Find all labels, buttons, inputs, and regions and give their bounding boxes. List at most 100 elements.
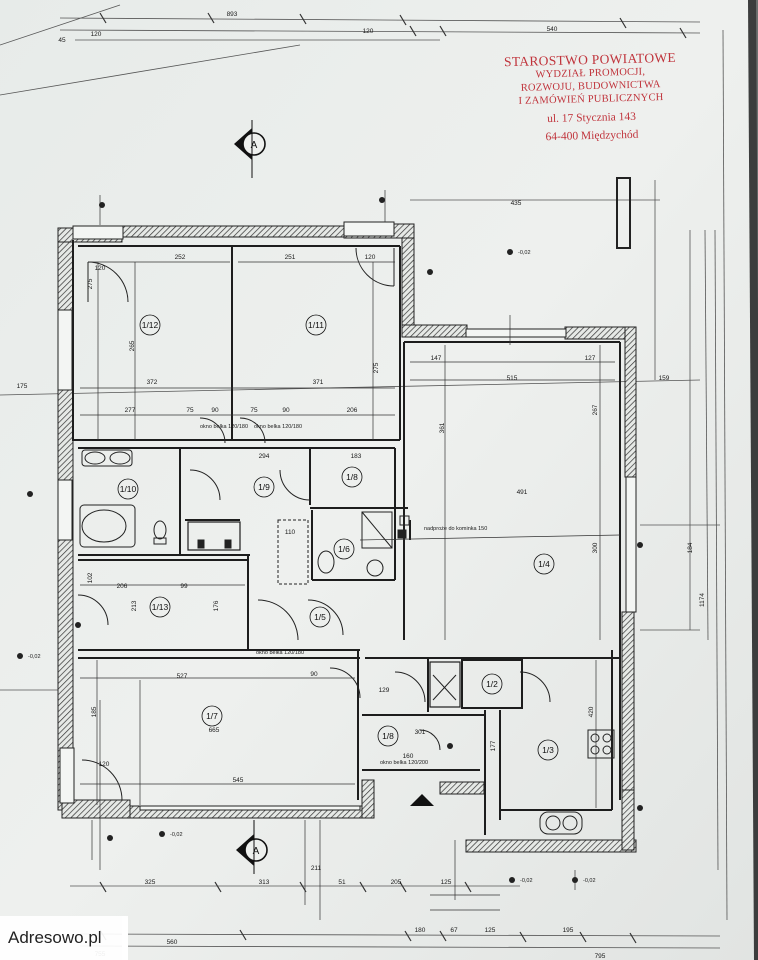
page-edge-shadow [748, 0, 758, 960]
dimension-label: 313 [259, 879, 270, 886]
dimension-label: 527 [177, 673, 188, 680]
dimension-label: 267 [592, 404, 599, 415]
dimension-label: 75 [186, 407, 194, 414]
dimension-label: 277 [125, 407, 136, 414]
section-letter: A [251, 140, 258, 151]
room-label: 1/9 [258, 482, 270, 492]
dimension-label: 205 [391, 879, 402, 886]
dimension-label: 540 [547, 26, 558, 33]
lintel-note: okno belka 120/180 [200, 424, 248, 430]
lintel-note: okno belka 120/200 [380, 760, 428, 766]
dimension-label: 177 [490, 740, 497, 751]
dimension-label: 120 [95, 265, 106, 272]
inner-dimension-lines [80, 190, 621, 920]
dimension-label: 251 [285, 254, 296, 261]
fireplace-note: nadproże do kominka 150 [424, 526, 487, 532]
room-label: 1/5 [314, 612, 326, 622]
dimension-label: 183 [351, 453, 362, 460]
room-label: 1/8 [346, 472, 358, 482]
lintel-note: okno belka 120/180 [256, 650, 304, 656]
dimension-label: 184 [687, 542, 694, 553]
room-label: 1/7 [206, 711, 218, 721]
dimension-label: 491 [517, 489, 528, 496]
dimension-label: 195 [563, 927, 574, 934]
room-label: 1/12 [142, 320, 159, 330]
dimension-label: 147 [431, 355, 442, 362]
dimension-label: 795 [595, 953, 606, 960]
dimension-label: 75 [250, 407, 258, 414]
section-letter: A [253, 846, 260, 857]
dimension-label: 265 [129, 340, 136, 351]
room-label: 1/13 [152, 602, 169, 612]
dimension-label: 67 [450, 927, 458, 934]
dimension-label: 176 [213, 600, 220, 611]
dimension-label: 102 [87, 572, 94, 583]
lintel-note: okno belka 120/180 [254, 424, 302, 430]
plan-notes: nadproże do kominka 150 okno belka 120/1… [28, 250, 596, 884]
dimension-label: 325 [145, 879, 156, 886]
dimension-label: 99 [180, 583, 188, 590]
entrance-arrow [410, 794, 434, 806]
dimension-label: 51 [338, 879, 346, 886]
dimension-label: 120 [99, 761, 110, 768]
dimension-label: 206 [117, 583, 128, 590]
dimension-label: 275 [87, 278, 94, 289]
level-note: -0,02 [170, 832, 183, 838]
room-label: 1/3 [542, 745, 554, 755]
dimension-label: 435 [511, 200, 522, 207]
room-label: 1/2 [486, 679, 498, 689]
section-marker-bottom [236, 820, 268, 874]
dimension-label: 90 [310, 671, 318, 678]
dimension-label: 361 [439, 422, 446, 433]
stamp-line: ul. 17 Stycznia 143 [546, 110, 637, 126]
dimension-label: 560 [167, 939, 178, 946]
dimension-label: 160 [403, 753, 414, 760]
dimension-label: 159 [659, 375, 670, 382]
site-watermark: Adresowo.pl [0, 916, 128, 960]
dimension-label: 180 [415, 927, 426, 934]
vertical-dimension-labels: 275 275 265 361 267 300 213 176 102 185 … [87, 278, 706, 751]
dimension-label: 275 [373, 362, 380, 373]
dimension-label: 125 [485, 927, 496, 934]
dimension-label: 893 [227, 11, 238, 18]
dimension-label: 213 [131, 600, 138, 611]
level-note: -0,02 [520, 878, 533, 884]
dimension-label: 665 [209, 727, 220, 734]
dimension-label: 515 [507, 375, 518, 382]
interior-walls [72, 240, 621, 835]
chimney-element [616, 177, 631, 249]
dimension-label: 294 [259, 453, 270, 460]
dimension-label: 372 [147, 379, 158, 386]
dimension-label: 120 [91, 31, 102, 38]
dimension-label: 420 [588, 706, 595, 717]
level-note: -0,02 [583, 878, 596, 884]
dimension-label: 120 [365, 254, 376, 261]
room-labels: 1/12 1/11 1/10 1/9 1/8 1/6 1/4 1/13 1/5 … [117, 314, 559, 761]
dimension-label: 300 [592, 542, 599, 553]
dimension-label: 90 [282, 407, 290, 414]
dimension-labels: 893 45 120 120 540 252 251 120 120 372 3… [17, 11, 670, 960]
dimension-label: 125 [441, 879, 452, 886]
door-swings [77, 247, 551, 801]
bathroom-fixtures [79, 449, 615, 835]
dimension-label: 206 [347, 407, 358, 414]
dimension-label: 110 [285, 529, 296, 536]
level-note: -0,02 [28, 654, 41, 660]
level-markers [17, 197, 643, 883]
dimension-label: 129 [379, 687, 390, 694]
dimension-label: 301 [415, 729, 426, 736]
dimension-label: 545 [233, 777, 244, 784]
room-label: 1/10 [120, 484, 137, 494]
room-label: 1/11 [308, 320, 324, 330]
dimension-label: 252 [175, 254, 186, 261]
dimension-label: 127 [585, 355, 596, 362]
dimension-label: 120 [363, 28, 374, 35]
room-label: 1/6 [338, 544, 350, 554]
dimension-label: 45 [58, 37, 66, 44]
dimension-label: 90 [211, 407, 219, 414]
dimension-label: 175 [17, 383, 28, 390]
dimension-label: 1174 [699, 593, 706, 607]
room-label: 1/4 [538, 559, 550, 569]
